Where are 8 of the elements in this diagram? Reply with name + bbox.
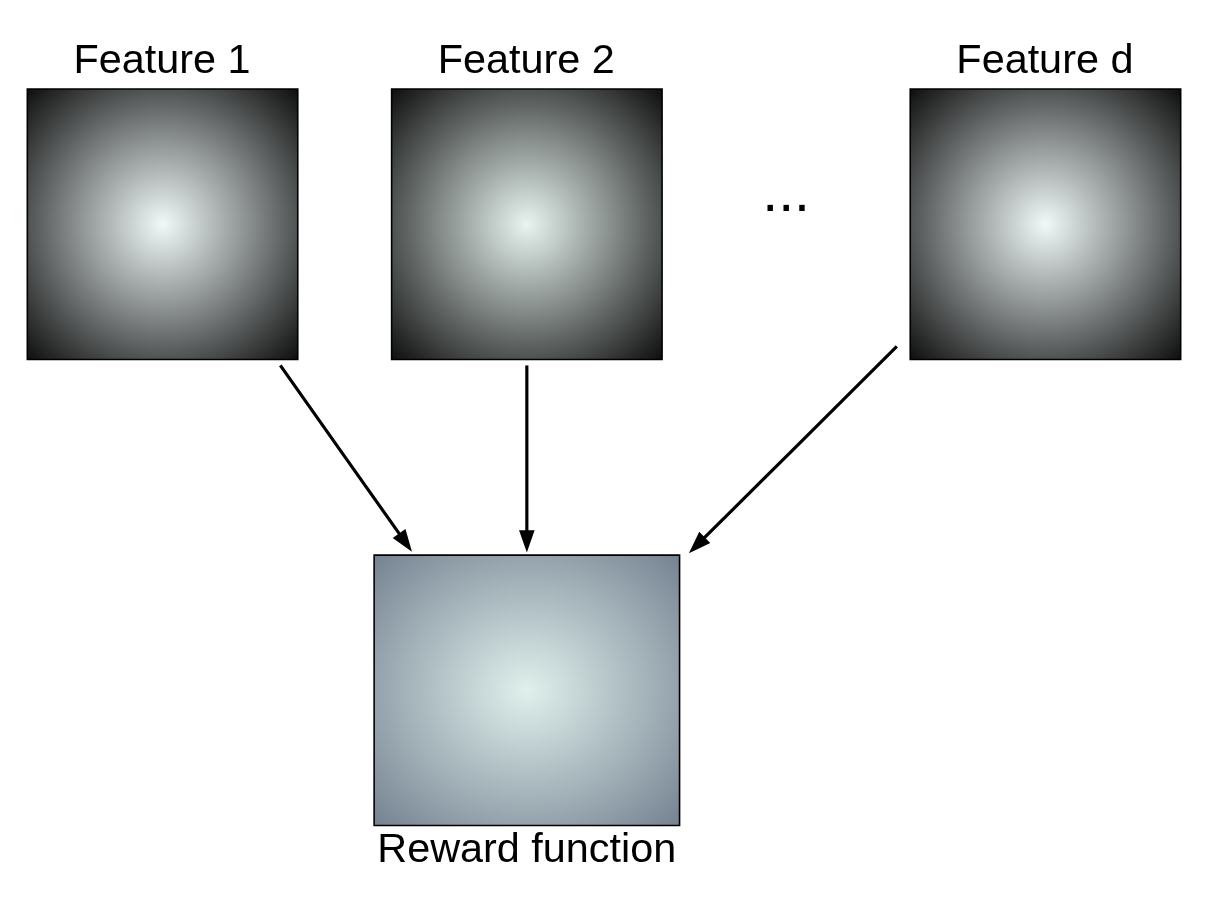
arrow (519, 364, 535, 553)
label: ... (762, 158, 811, 223)
node-label: Feature 2 (437, 35, 615, 82)
node-label: Reward function (377, 824, 677, 871)
node-label: Feature 1 (73, 35, 251, 82)
arrow (688, 344, 898, 553)
arrow (279, 364, 412, 552)
node-label: Feature d (956, 35, 1134, 82)
